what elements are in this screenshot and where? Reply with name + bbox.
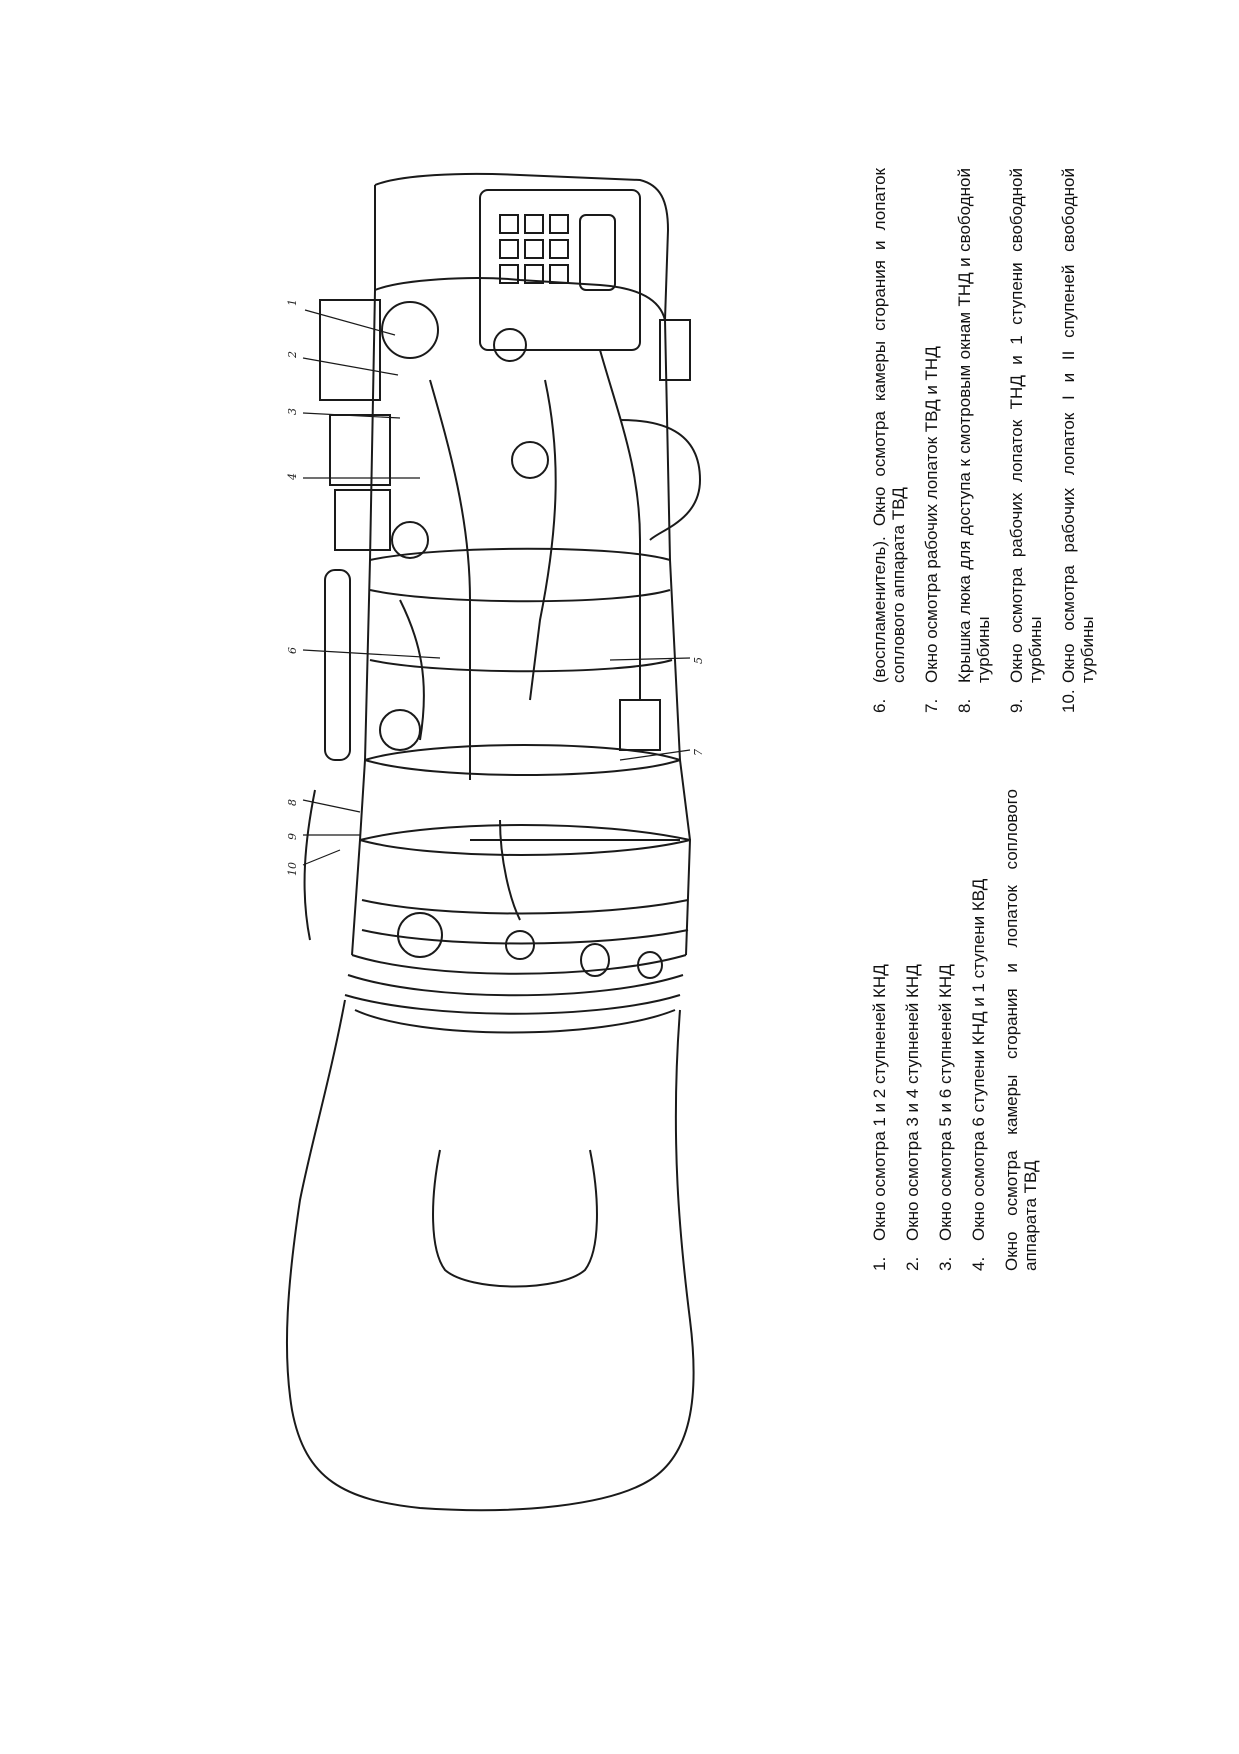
legend-num: 2. [903, 1256, 922, 1271]
exhaust-opening [432, 1149, 598, 1288]
legend-text: (воспламенитель). Окно осмотра камеры сг… [870, 168, 908, 683]
turbine-casing [351, 824, 692, 956]
legend-text: Окно осмотра 3 и 4 ступненей КНД [903, 964, 922, 1241]
legend-num: 3. [936, 1256, 955, 1271]
legend-num: 6. [870, 698, 889, 713]
legend-left-column: 1. Окно осмотра 1 и 2 ступненей КНД 2. Окн… [870, 789, 1054, 1271]
legend-text: Окно осмотра рабочих лопаток ТВД и ТНД [922, 346, 941, 683]
legend-item: Окно осмотра камеры сгорания и лопаток с… [1002, 789, 1040, 1271]
callout-4: 4 [286, 473, 299, 481]
callout-9: 9 [286, 833, 299, 840]
legend-item: 1. Окно осмотра 1 и 2 ступненей КНД [870, 789, 889, 1271]
legend-item: 8. Крышка люка для доступа к смотровым ок… [955, 168, 993, 713]
legend-item: 4. Окно осмотра 6 ступени КНД и 1 ступени… [969, 789, 988, 1271]
inspection-port [580, 943, 610, 977]
callout-6: 6 [286, 647, 299, 654]
callout-8: 8 [286, 799, 299, 806]
filter-box [479, 189, 641, 351]
legend-text: Окно осмотра рабочих лопаток ТНД и 1 сту… [1007, 168, 1045, 683]
legend-item: 2. Окно осмотра 3 и 4 ступненей КНД [903, 789, 922, 1271]
fuel-unit [319, 299, 381, 401]
accessory-gearbox [369, 277, 671, 561]
legend-num: 8. [955, 698, 974, 713]
legend-num: 1. [870, 1256, 889, 1271]
callout-10: 10 [286, 862, 299, 876]
callout-1: 1 [286, 299, 299, 306]
legend-text: Окно осмотра рабочих лопаток I и II спуп… [1059, 168, 1097, 683]
callout-5: 5 [692, 657, 705, 664]
legend-text: Окно осмотра 6 ступени КНД и 1 ступени К… [969, 878, 988, 1241]
legend-item: 10. Окно осмотра рабочих лопаток I и II с… [1059, 168, 1097, 713]
legend-text: Окно осмотра 5 и 6 ступненей КНД [936, 964, 955, 1241]
callout-3: 3 [286, 408, 299, 415]
callout-2: 2 [286, 351, 299, 359]
legend-text: Окно осмотра 1 и 2 ступненей КНД [870, 964, 889, 1241]
legend-right-column: 6. (воспламенитель). Окно осмотра камеры … [870, 168, 1111, 713]
combustor-section [359, 744, 691, 841]
legend-num: 10. [1059, 689, 1078, 713]
legend-item: 6. (воспламенитель). Окно осмотра камеры … [870, 168, 908, 713]
legend-item: 9. Окно осмотра рабочих лопаток ТНД и 1 с… [1007, 168, 1045, 713]
legend-num: 4. [969, 1256, 988, 1271]
piping [429, 379, 471, 780]
legend-num: 7. [922, 698, 941, 713]
exhaust-nozzle-outline [285, 999, 695, 1512]
callout-7: 7 [692, 749, 705, 756]
compressor-section [364, 547, 681, 761]
legend-text: Окно осмотра камеры сгорания и лопаток с… [1002, 789, 1040, 1271]
legend-text: Крышка люка для доступа к смотровым окна… [955, 168, 993, 683]
legend-num: 9. [1007, 698, 1026, 713]
legend-item: 7. Окно осмотра рабочих лопаток ТВД и ТНД [922, 168, 941, 713]
legend-item: 3. Окно осмотра 5 и 6 ступненей КНД [936, 789, 955, 1271]
